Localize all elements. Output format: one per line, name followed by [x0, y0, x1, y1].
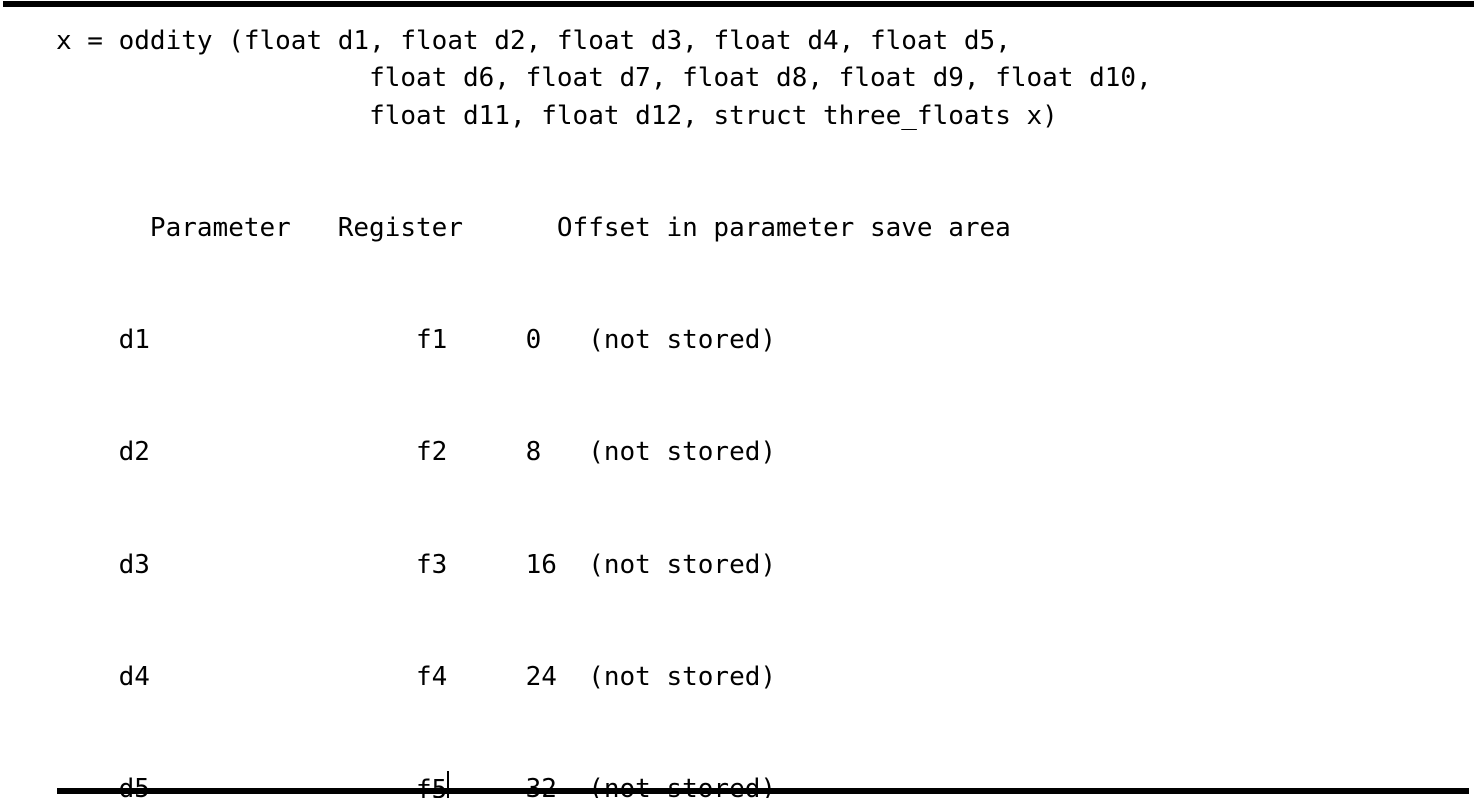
cell-parameter: d1: [118, 325, 150, 356]
cell-parameter: d4: [118, 661, 150, 692]
table-body: d1 f1 0 (not stored) d2 f2 8 (not stored) d3 f3…: [56, 285, 1167, 798]
register-value: f3: [416, 549, 448, 580]
cell-offset: 24: [525, 661, 557, 692]
cell-offset: 8: [525, 437, 542, 468]
table-row: d2 f2 8 (not stored): [56, 397, 1167, 509]
blank-line: [56, 135, 1167, 172]
cell-parameter: d2: [118, 437, 150, 468]
register-value: f2: [416, 437, 448, 468]
cell-note: (not stored): [588, 661, 777, 692]
table-header-row: Parameter Register Offset in parameter sav…: [56, 173, 1167, 285]
header-parameter: Parameter: [149, 213, 291, 244]
cell-register: f3: [416, 547, 526, 584]
cell-offset: 0: [525, 325, 542, 356]
cell-register: f4: [416, 659, 526, 696]
top-rule: [3, 1, 1474, 7]
cell-note: (not stored): [588, 437, 777, 468]
register-value: f1: [416, 325, 448, 356]
bottom-rule: [57, 788, 1469, 794]
table-row: d1 f1 0 (not stored): [56, 285, 1167, 397]
cell-note: (not stored): [588, 325, 777, 356]
header-register: Register: [337, 213, 463, 244]
register-value: f5: [416, 775, 448, 798]
cell-register: f2: [416, 434, 526, 471]
code-line-3: float d11, float d12, struct three_float…: [56, 100, 1058, 131]
register-value: f4: [416, 661, 448, 692]
code-line-1: x = oddity (float d1, float d2, float d3…: [56, 26, 1011, 56]
table-row: d3 f3 16 (not stored): [56, 509, 1167, 621]
header-offset: Offset in parameter save area: [556, 213, 1011, 244]
cell-register: f1: [416, 322, 526, 359]
code-line-2: float d6, float d7, float d8, float d9, …: [56, 63, 1152, 94]
code-listing: x = oddity (float d1, float d2, float d3…: [56, 23, 1167, 798]
cell-offset: 16: [525, 549, 557, 580]
table-row: d4 f4 24 (not stored): [56, 621, 1167, 733]
text-cursor: [447, 771, 450, 798]
cell-note: (not stored): [588, 549, 777, 580]
cell-parameter: d3: [118, 549, 150, 580]
